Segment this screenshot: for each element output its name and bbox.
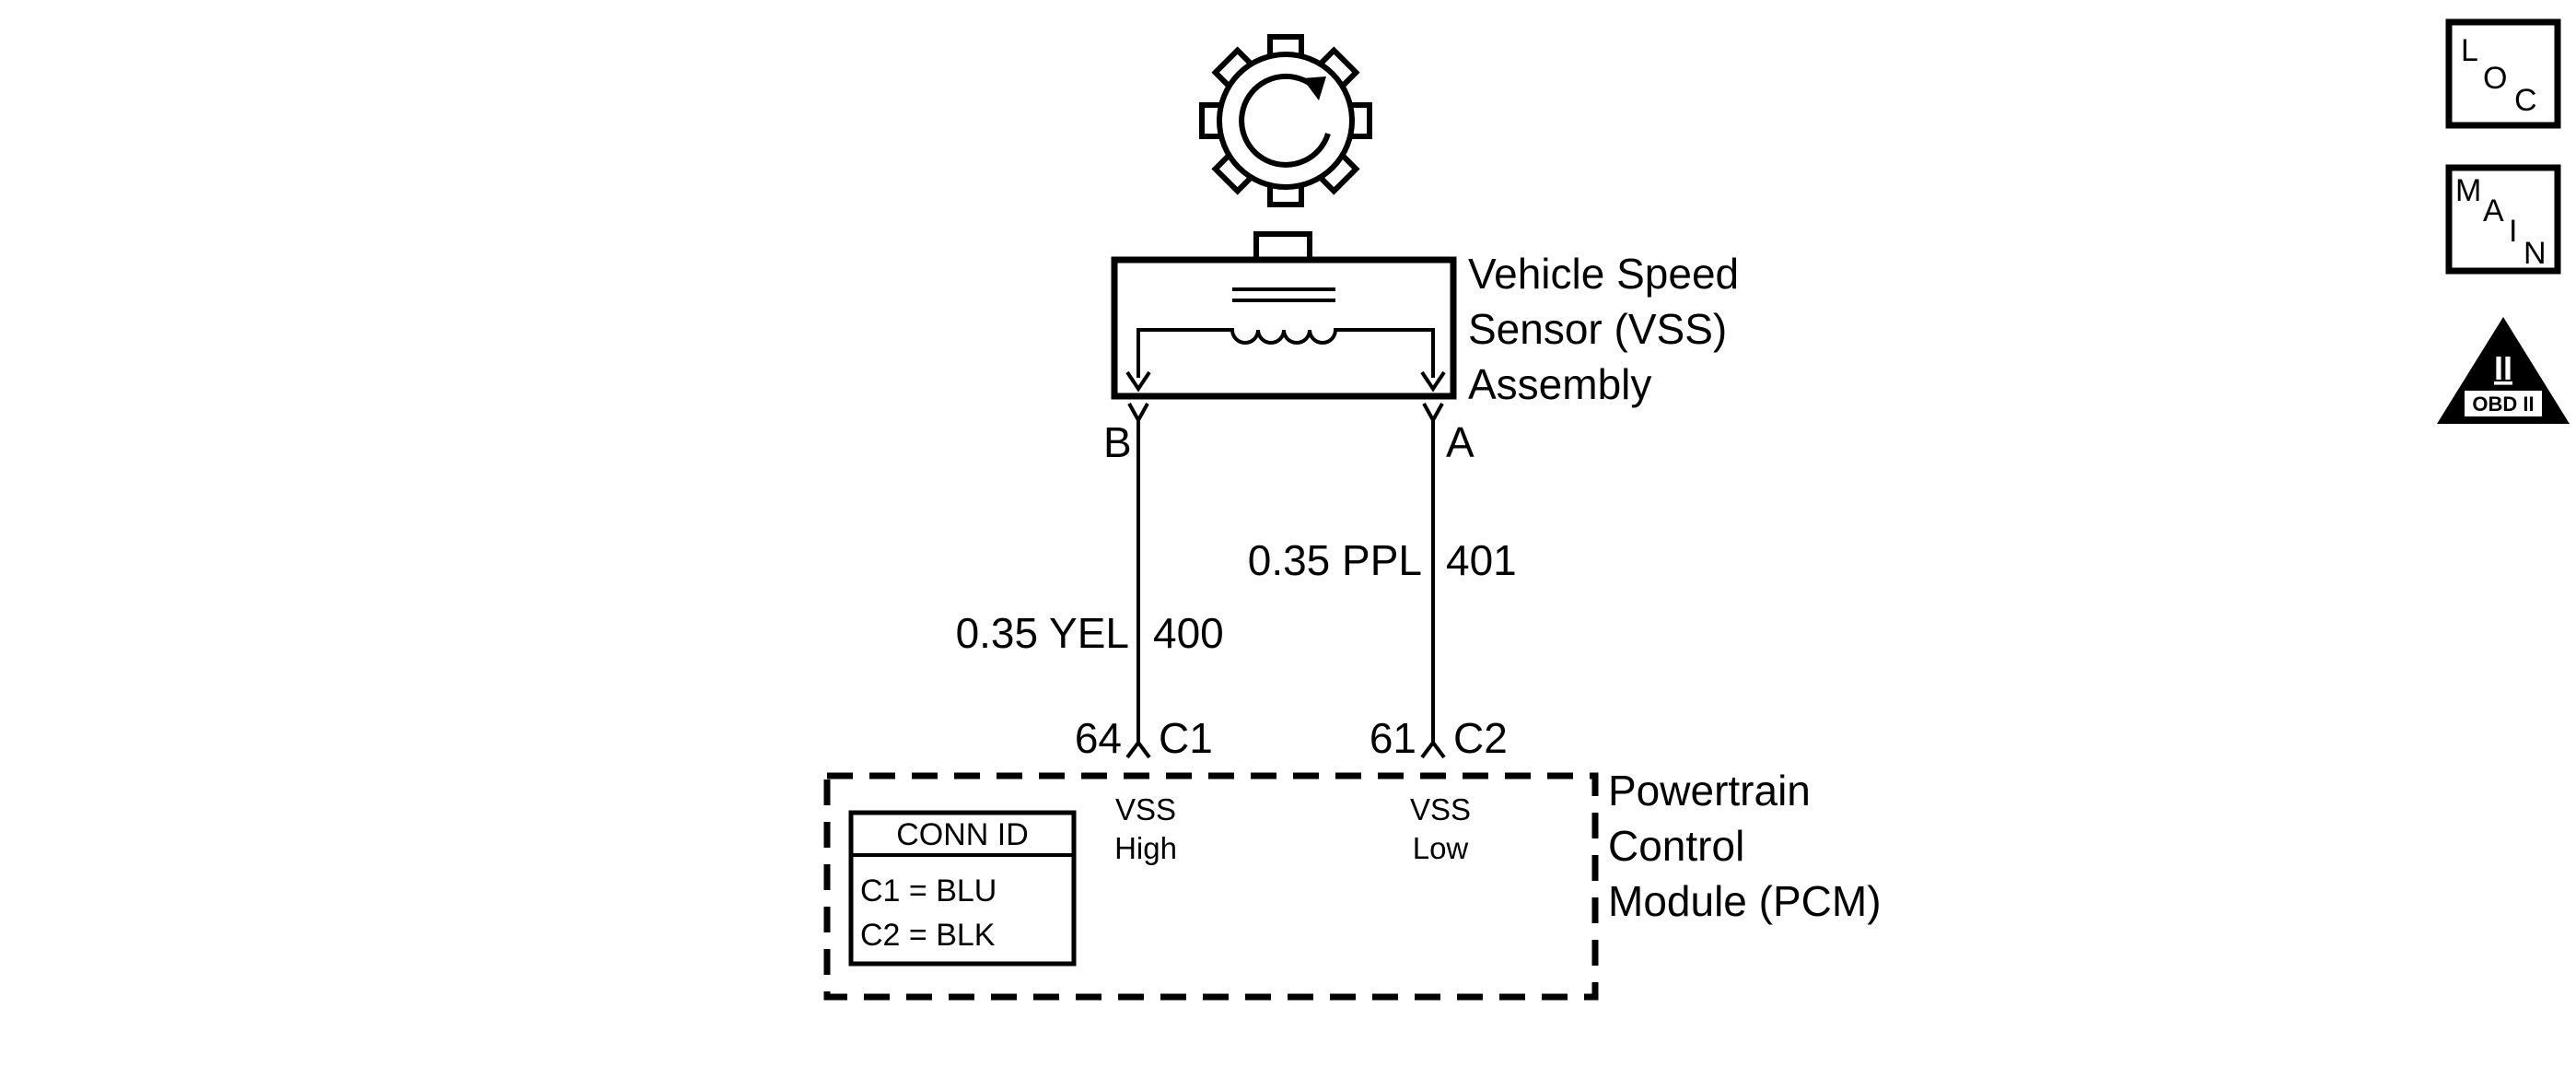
- terminal-a-label: A: [1446, 418, 1474, 466]
- vss-high-line2: High: [1114, 831, 1177, 865]
- vss-sensor-body: [1111, 231, 1457, 400]
- pin-64-label: 64: [1075, 714, 1122, 762]
- wire-401-gauge-color: 0.35 PPL: [1248, 536, 1422, 584]
- loc-icon-letter-3: C: [2514, 83, 2537, 118]
- pin-61-label: 61: [1370, 714, 1416, 762]
- conn-id-row-c2: C2 = BLK: [860, 918, 996, 953]
- vss-high-line1: VSS: [1115, 792, 1176, 826]
- obd-ii-numeral: II: [2494, 349, 2512, 387]
- loc-icon-letter-2: O: [2483, 61, 2507, 96]
- terminal-a-connector-symbol: [1422, 403, 1444, 425]
- pin-61-connector-symbol: [1420, 739, 1446, 759]
- conn-c1-label: C1: [1159, 714, 1213, 762]
- main-icon[interactable]: M A I N: [2445, 164, 2561, 275]
- sensor-name-line3: Assembly: [1468, 360, 1651, 408]
- loc-icon-letter-1: L: [2461, 33, 2478, 68]
- wire-400-circuit: 400: [1153, 609, 1224, 657]
- loc-icon[interactable]: L O C: [2445, 18, 2561, 129]
- conn-id-row-c1: C1 = BLU: [860, 873, 997, 908]
- pcm-name-line2: Control: [1608, 822, 1744, 870]
- wire-400-gauge-color: 0.35 YEL: [956, 609, 1129, 657]
- conn-id-table: CONN ID C1 = BLU C2 = BLK: [848, 810, 1077, 967]
- wires: [1125, 403, 1446, 759]
- obd-ii-label: OBD II: [2472, 393, 2534, 416]
- sensor-name-line1: Vehicle Speed: [1468, 250, 1739, 298]
- reluctor-wheel-icon: [1199, 34, 1372, 207]
- pcm-name-line3: Module (PCM): [1608, 877, 1882, 925]
- terminal-b-label: B: [1103, 418, 1132, 466]
- terminal-b-connector-symbol: [1127, 403, 1149, 425]
- main-icon-letter-2: A: [2483, 193, 2504, 229]
- conn-id-header: CONN ID: [896, 817, 1029, 852]
- main-icon-letter-1: M: [2455, 173, 2481, 208]
- conn-c2-label: C2: [1453, 714, 1508, 762]
- pin-64-connector-symbol: [1125, 739, 1151, 759]
- pcm-module-box: [823, 772, 1599, 1001]
- main-icon-letter-3: I: [2509, 214, 2517, 249]
- vss-low-line1: VSS: [1410, 792, 1471, 826]
- wire-401-circuit: 401: [1446, 536, 1517, 584]
- vss-low-line2: Low: [1413, 831, 1469, 865]
- obd-ii-icon[interactable]: II OBD II: [2437, 317, 2570, 424]
- pcm-name-line1: Powertrain: [1608, 767, 1811, 815]
- sensor-name-line2: Sensor (VSS): [1468, 305, 1727, 353]
- main-icon-letter-4: N: [2524, 236, 2547, 271]
